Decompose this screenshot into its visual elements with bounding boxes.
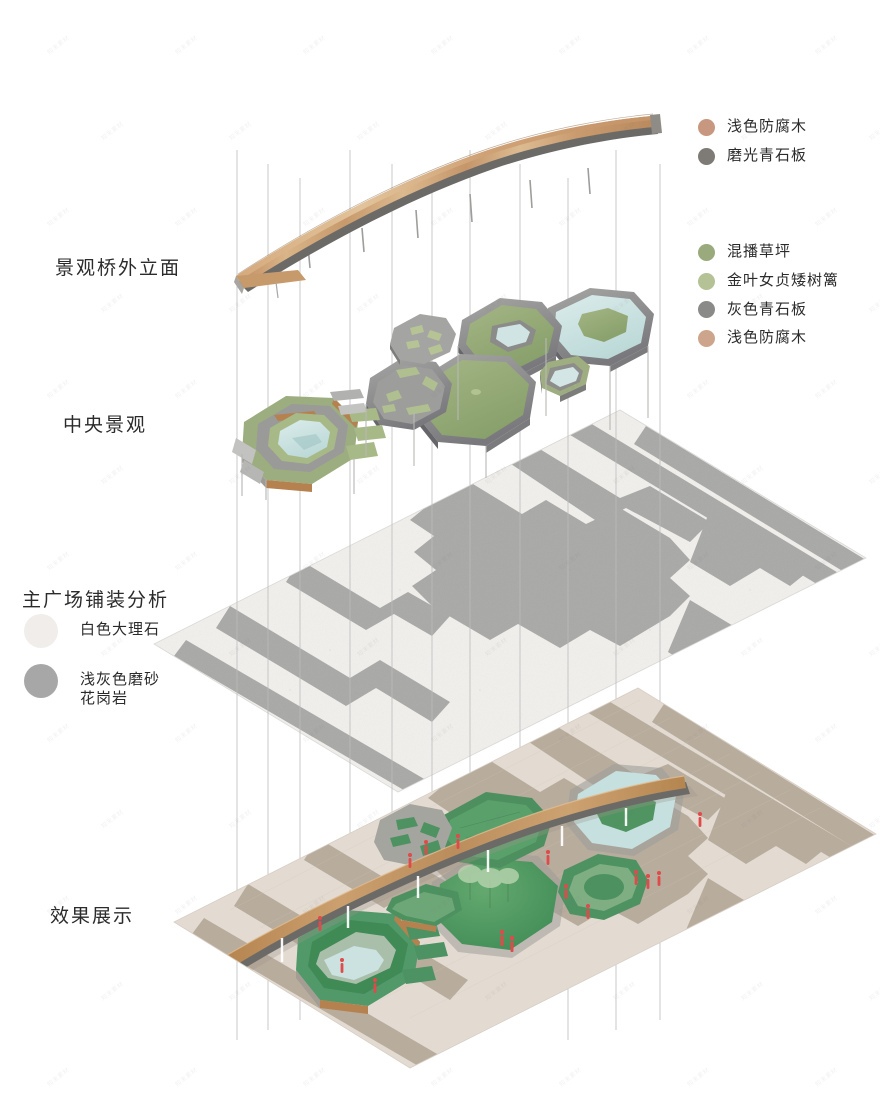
- bridge-end-cap: [650, 114, 662, 134]
- legend-central-item-swatch-icon: [698, 272, 715, 290]
- render-small-pavilion: [374, 804, 452, 866]
- section-caption-central: 中央景观: [63, 415, 148, 436]
- legend-paving-item-swatch-icon: [24, 614, 58, 648]
- render-bridge: [221, 775, 698, 978]
- legend-paving-item-label: 白色大理石: [80, 621, 161, 638]
- paving-analysis-plane: [150, 390, 870, 810]
- paving-granite-pattern: [174, 410, 866, 792]
- final-render-plane: [170, 670, 880, 1090]
- legend-central-materials: 混播草坪金叶女贞矮树篱灰色青石板浅色防腐木: [698, 243, 839, 358]
- watermark-text: 知末素材: [100, 465, 126, 487]
- watermark-text: 知末素材: [100, 121, 126, 143]
- watermark-text: 知末素材: [814, 35, 840, 57]
- watermark-text: 知末素材: [868, 121, 880, 143]
- render-mid-terrace: [386, 884, 462, 932]
- watermark-text: 知末素材: [46, 1067, 72, 1089]
- watermark-text: 知末素材: [686, 35, 712, 57]
- legend-bridge-item-label: 磨光青石板: [727, 146, 808, 164]
- legend-central-item-label: 浅色防腐木: [727, 329, 808, 347]
- legend-bridge-item-row: 磨光青石板: [698, 147, 807, 166]
- watermark-text: 知末素材: [174, 207, 200, 229]
- watermark-text: 知末素材: [814, 207, 840, 229]
- central-landscape-layer: [230, 270, 660, 500]
- bridge-stone-fascia: [238, 122, 658, 292]
- section-caption-paving: 主广场铺装分析: [22, 590, 170, 611]
- central-module-small-terrace: [540, 356, 590, 402]
- watermark-text: 知末素材: [100, 809, 126, 831]
- watermark-text: 知末素材: [46, 207, 72, 229]
- watermark-text: 知末素材: [174, 35, 200, 57]
- watermark-text: 知末素材: [46, 551, 72, 573]
- watermark-text: 知末素材: [868, 293, 880, 315]
- legend-paving-materials: 白色大理石浅灰色磨砂 花岗岩: [24, 614, 160, 725]
- bridge-railing-line: [237, 113, 654, 275]
- legend-paving-item-row: 浅灰色磨砂 花岗岩: [24, 664, 160, 709]
- legend-paving-item-label: 浅灰色磨砂 花岗岩: [80, 671, 161, 707]
- watermark-text: 知末素材: [430, 35, 456, 57]
- legend-central-item-row: 金叶女贞矮树篱: [698, 272, 839, 291]
- legend-paving-item-row: 白色大理石: [24, 614, 160, 648]
- central-module-amphitheatre: [232, 389, 386, 500]
- render-hedge-bowl: [558, 854, 648, 920]
- central-module-hedge-circle: [366, 358, 452, 431]
- paving-plane-outline: [153, 409, 867, 793]
- legend-central-item-label: 灰色青石板: [727, 300, 808, 318]
- legend-bridge-item-row: 浅色防腐木: [698, 118, 807, 137]
- central-wood-platform: [234, 270, 306, 299]
- section-caption-render: 效果展示: [50, 906, 135, 927]
- watermark-text: 知末素材: [558, 35, 584, 57]
- legend-bridge-materials: 浅色防腐木磨光青石板: [698, 118, 807, 176]
- section-caption-bridge: 景观桥外立面: [55, 258, 182, 279]
- legend-bridge-item-swatch-icon: [698, 147, 715, 165]
- legend-bridge-item-label: 浅色防腐木: [727, 118, 808, 135]
- legend-paving-item-swatch-icon: [24, 664, 58, 698]
- watermark-text: 知末素材: [100, 293, 126, 315]
- legend-central-item-row: 灰色青石板: [698, 301, 839, 320]
- central-support-post: [365, 338, 649, 478]
- legend-central-item-swatch-icon: [698, 243, 715, 261]
- legend-central-item-swatch-icon: [698, 301, 715, 319]
- render-scale-figures: [318, 812, 702, 993]
- legend-central-item-label: 金叶女贞矮树篱: [727, 271, 840, 289]
- watermark-text: 知末素材: [100, 981, 126, 1003]
- watermark-text: 知末素材: [686, 207, 712, 229]
- render-plane-outline: [173, 687, 877, 1069]
- watermark-text: 知末素材: [302, 35, 328, 57]
- legend-central-item-swatch-icon: [698, 330, 715, 348]
- legend-central-item-row: 混播草坪: [698, 243, 839, 262]
- legend-central-item-label: 混播草坪: [727, 243, 792, 260]
- central-module-small-pavilion: [390, 314, 456, 365]
- watermark-text: 知末素材: [46, 35, 72, 57]
- legend-central-item-row: 浅色防腐木: [698, 329, 839, 348]
- bridge-elevation-layer: [230, 100, 670, 292]
- watermark-text: 知末素材: [46, 379, 72, 401]
- render-amphitheatre: [296, 910, 448, 1014]
- legend-bridge-item-swatch-icon: [698, 118, 715, 136]
